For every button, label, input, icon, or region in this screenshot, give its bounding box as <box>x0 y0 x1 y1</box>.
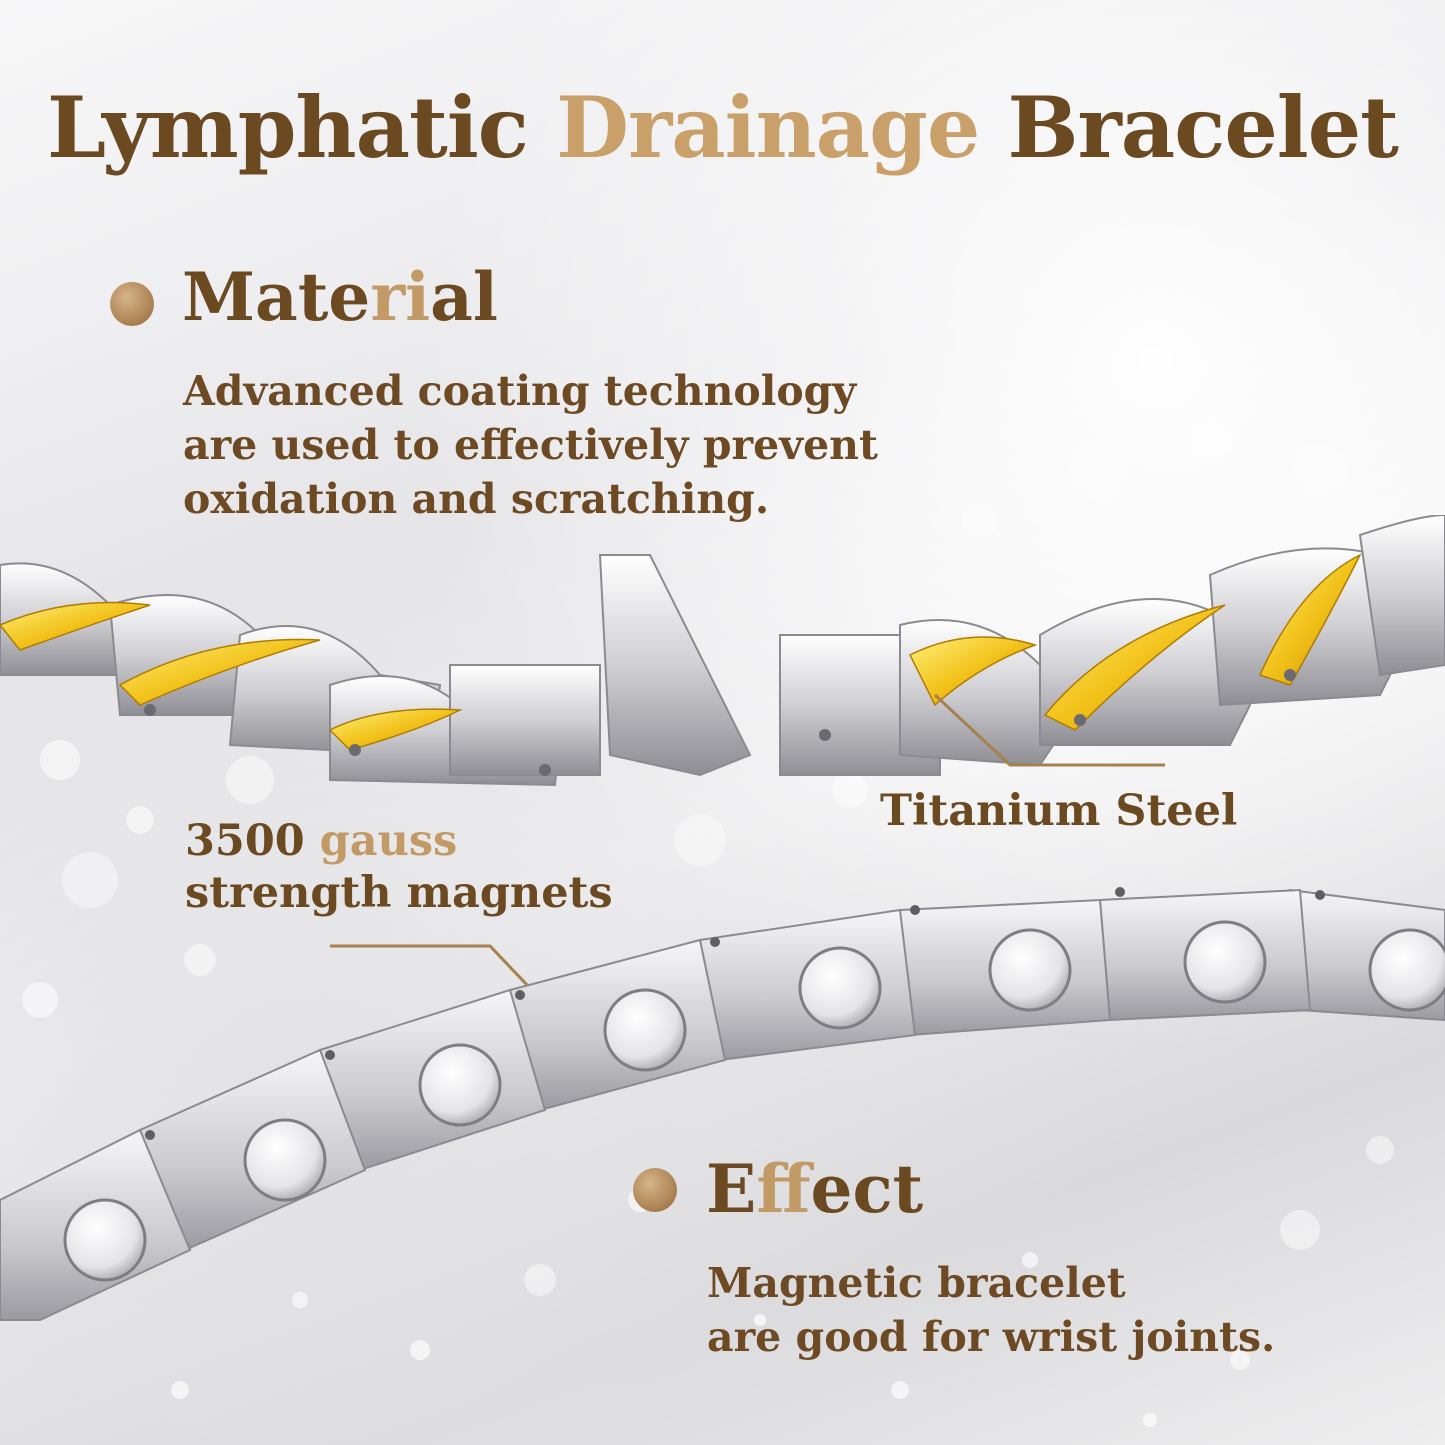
material-heading-suffix: al <box>430 258 499 336</box>
effect-heading-suffix: ect <box>810 1150 924 1228</box>
effect-heading: Effect <box>706 1150 923 1228</box>
material-heading-prefix: Mate <box>182 258 371 336</box>
material-description: Advanced coating technology are used to … <box>183 364 878 526</box>
gold-silver-bracelet-image <box>0 515 1445 787</box>
effect-heading-highlight: ff <box>756 1150 811 1228</box>
title-part-2: Drainage <box>556 78 980 177</box>
titanium-steel-label: Titanium Steel <box>880 786 1238 836</box>
material-heading-highlight: ri <box>370 258 431 336</box>
magnets-number: 3500 <box>185 816 320 866</box>
page-title: Lymphatic Drainage Bracelet <box>0 78 1445 177</box>
magnets-label: 3500 gauss strength magnets <box>185 815 613 919</box>
effect-line: are good for wrist joints. <box>707 1313 1276 1361</box>
titanium-callout-line <box>933 693 1165 767</box>
magnets-unit: gauss <box>319 816 458 866</box>
effect-heading-prefix: E <box>706 1150 757 1228</box>
material-line: oxidation and scratching. <box>183 475 770 523</box>
material-heading: Material <box>182 258 498 336</box>
silver-magnetic-bracelet-image <box>0 887 1445 1321</box>
effect-line: Magnetic bracelet <box>707 1259 1126 1307</box>
material-line: Advanced coating technology <box>183 367 857 415</box>
bullet-dot-icon <box>633 1168 677 1212</box>
effect-description: Magnetic bracelet are good for wrist joi… <box>707 1256 1275 1364</box>
title-part-1: Lymphatic <box>47 78 557 177</box>
material-line: are used to effectively prevent <box>183 421 878 469</box>
bullet-dot-icon <box>110 282 154 326</box>
title-part-3: Bracelet <box>979 78 1399 177</box>
magnets-line-2: strength magnets <box>185 868 613 918</box>
